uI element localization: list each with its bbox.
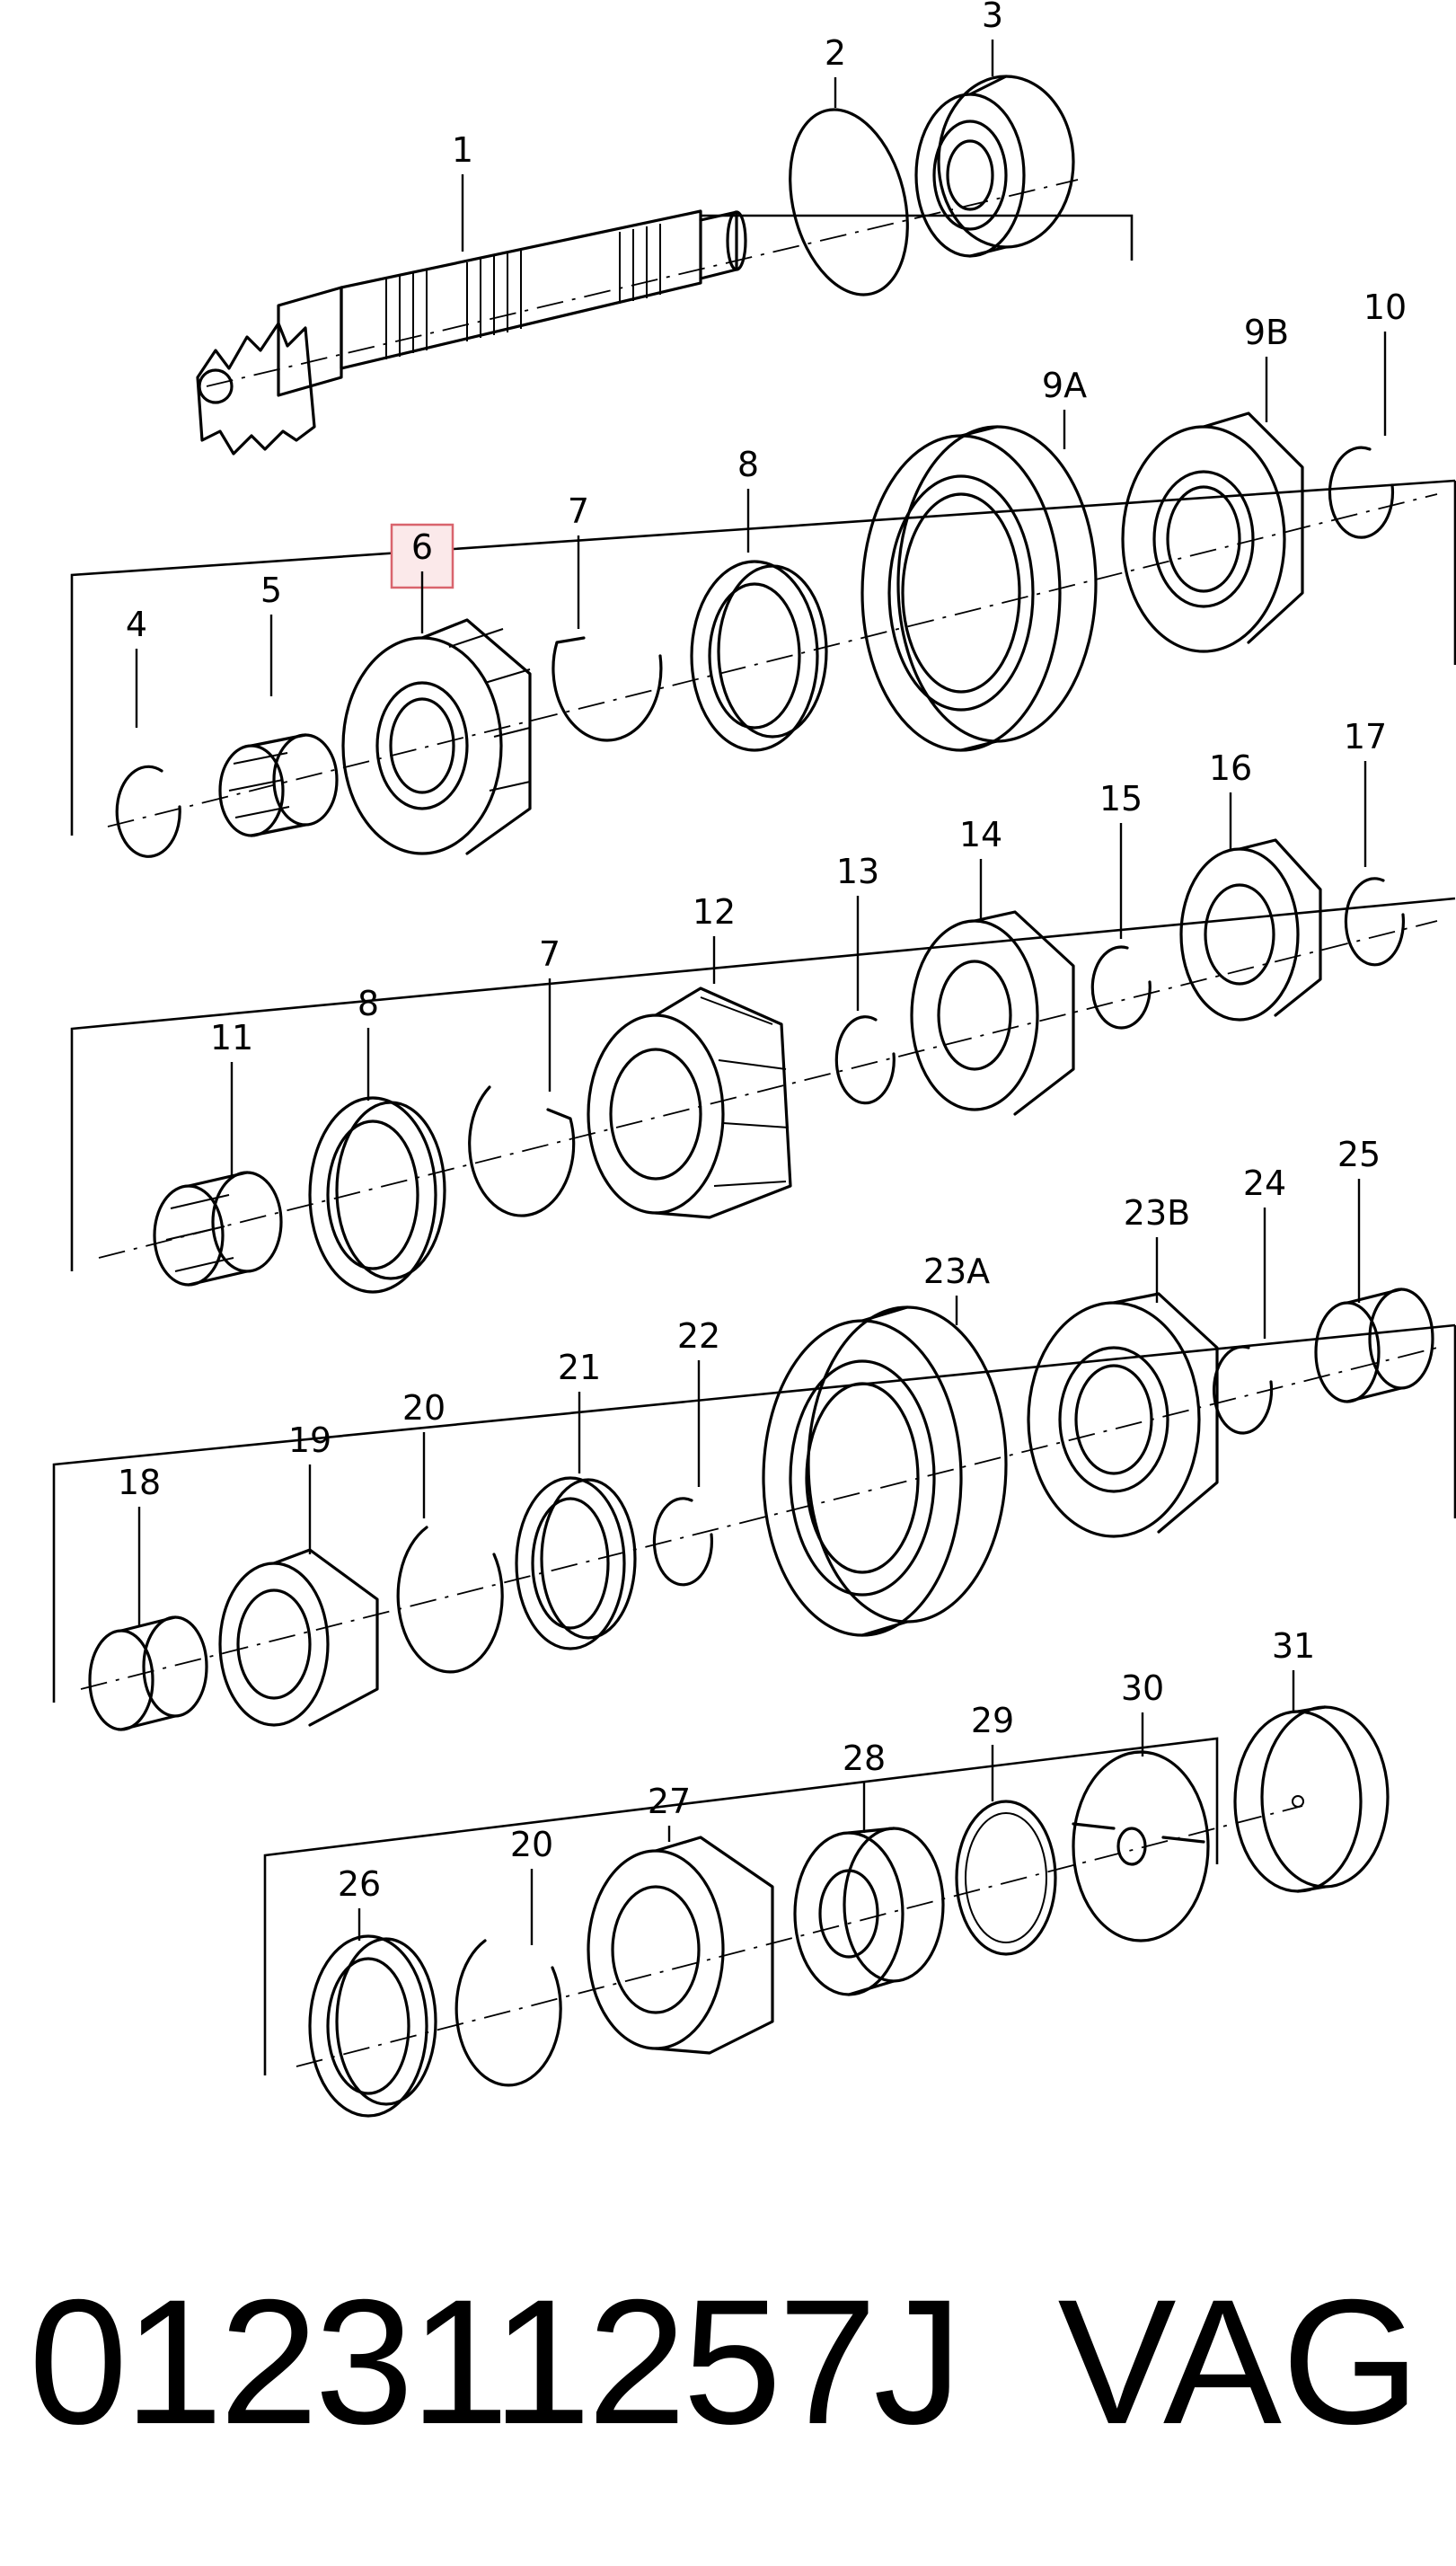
part-9B-gear [1121,411,1304,653]
callout-p8b: 8 [357,984,379,1023]
part-29-shim [955,1800,1057,1956]
part-22-circlip [652,1497,713,1587]
callout-p11: 11 [210,1018,253,1057]
part-30-oil-slinger [1072,1750,1210,1942]
part-23A-synchro-sleeve [762,1305,1008,1637]
callout-p8a: 8 [737,445,759,484]
part-20-spring-ring-2 [454,1939,562,2087]
callout-p26: 26 [338,1864,381,1904]
callout-p21: 21 [558,1348,601,1387]
part-13-circlip [834,1015,896,1105]
part-16-gear [1179,838,1322,1022]
callout-p18: 18 [118,1463,161,1502]
part-18-needle-bearing [88,1615,208,1731]
panel-5 [263,1705,1390,2118]
part-12-gear [587,987,792,1219]
part-6-gear [341,618,532,855]
callout-p3: 3 [982,0,1003,35]
part-24-circlip [1212,1345,1274,1435]
callout-p19: 19 [288,1420,331,1460]
part-8-synchro-ring-2 [308,1096,446,1294]
callout-p24: 24 [1243,1164,1286,1203]
callout-p5: 5 [260,571,282,610]
footer: 012311257J VAG [0,2246,1456,2516]
part-9A-synchro-sleeve [860,425,1098,752]
part-31-magnetic-disc [1233,1705,1390,1893]
callout-p30: 30 [1121,1668,1164,1708]
panel-4 [52,1287,1456,1731]
callout-p22: 22 [677,1316,720,1356]
part-10-circlip [1328,446,1395,539]
part-2-o-ring [789,108,909,296]
callout-p20b: 20 [510,1825,553,1864]
callout-p27: 27 [648,1782,691,1821]
part-27-gear [587,1836,774,2055]
part-14-gear [910,910,1075,1116]
part-15-circlip [1090,945,1152,1030]
panel-2 [70,411,1456,858]
callout-p29: 29 [971,1701,1014,1740]
callout-p2: 2 [825,33,846,73]
part-7-spring-ring-2 [468,1085,576,1217]
callout-p17: 17 [1344,717,1387,757]
part-28-ball-bearing [793,1827,945,1996]
part-25-needle-bearing [1314,1287,1434,1403]
callout-p1: 1 [452,130,473,170]
callout-p7b: 7 [539,934,560,974]
part-number: 012311257J [29,2262,962,2461]
callout-p23B: 23B [1124,1193,1190,1233]
callout-p28: 28 [843,1739,886,1778]
callout-p31: 31 [1272,1626,1315,1666]
callout-p6: 6 [411,527,433,567]
part-21-synchro-ring [515,1476,637,1650]
callout-p25: 25 [1337,1135,1381,1174]
panel-1 [196,75,1134,456]
callout-p13: 13 [836,852,879,891]
callout-p20a: 20 [402,1388,446,1428]
callout-p4: 4 [126,605,147,644]
callout-p9B: 9B [1244,313,1289,352]
part-23B-gear [1027,1292,1219,1538]
callout-p15: 15 [1099,779,1143,818]
callout-p16: 16 [1209,748,1252,788]
callout-p7a: 7 [568,491,589,531]
brand-name: VAG [1057,2262,1420,2461]
part-11-needle-bearing [153,1171,283,1287]
callout-p12: 12 [693,892,736,932]
callout-p23A: 23A [923,1252,990,1291]
callout-labels: 123456789A9B1011871213141516171819202122… [118,0,1407,1945]
exploded-gearbox-diagram: 123456789A9B1011871213141516171819202122… [52,0,1456,2118]
part-26-synchro-ring [308,1934,437,2118]
part-7-spring-ring [552,636,663,742]
part-8-synchro-ring [690,560,828,752]
part-4-circlip [115,765,181,858]
callout-p9A: 9A [1042,366,1087,405]
panel-3 [70,838,1456,1294]
part-17-circlip [1344,877,1405,967]
part-1-pinion-shaft [196,209,747,456]
callout-p10: 10 [1363,288,1407,327]
part-20-spring-ring [396,1526,504,1674]
callout-p14: 14 [959,815,1002,854]
part-3-ball-bearing [914,75,1075,258]
part-19-gear [218,1548,379,1727]
part-5-needle-bearing [218,733,339,837]
